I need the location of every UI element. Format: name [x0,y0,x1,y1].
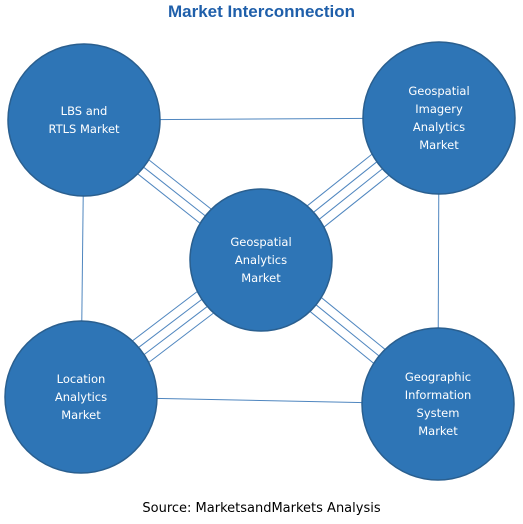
node-circle-gis [361,327,515,481]
connector-lbs-geospatial-analytics [131,168,207,229]
connector-location-analytics-geospatial-analytics [132,294,209,353]
node-label-gis: Market [418,424,458,438]
node-circle-geospatial-imagery [362,41,516,195]
node-label-gis: Information [405,388,472,402]
page-title: Market Interconnection [167,2,356,21]
node-label-location-analytics: Location [57,372,106,386]
node-circle-location-analytics [4,320,158,474]
node-label-geospatial-imagery: Geospatial [408,84,469,98]
connector-gis-geospatial-analytics [315,292,392,355]
source-note: Source: MarketsandMarkets Analysis [142,501,381,516]
connector-group [81,117,440,404]
node-label-geospatial-analytics: Market [241,271,281,285]
connector-geospatial-imagery-geospatial-analytics [312,163,389,225]
node-label-gis: System [417,406,460,420]
connector-location-analytics-gis [148,397,371,404]
connector-location-analytics-geospatial-analytics [126,287,204,346]
node-label-location-analytics: Analytics [55,390,107,404]
connector-lbs-geospatial-analytics [136,161,212,222]
connector-gis-geospatial-analytics [303,306,380,369]
node-label-location-analytics: Market [61,408,101,422]
node-label-geospatial-imagery: Market [419,138,459,152]
node-label-lbs: LBS and [61,104,108,118]
connector-geospatial-imagery-geospatial-analytics [307,156,384,218]
node-label-geospatial-analytics: Geospatial [230,235,291,249]
connector-lbs-geospatial-analytics [142,154,218,215]
node-label-geospatial-imagery: Analytics [413,120,465,134]
connector-gis-geospatial-analytics [309,299,386,362]
node-label-geospatial-analytics: Analytics [235,253,287,267]
node-circle-geospatial-analytics [189,188,333,332]
node-label-gis: Geographic [405,370,471,384]
connector-lbs-geospatial-imagery [151,117,372,121]
connector-geospatial-imagery-geospatial-analytics [318,170,395,232]
connector-lbs-location-analytics [81,187,84,330]
connector-geospatial-imagery-geospatial-analytics [301,149,378,211]
node-circle-lbs [7,43,161,197]
connector-location-analytics-geospatial-analytics [137,301,214,360]
connector-location-analytics-geospatial-analytics [142,308,220,367]
node-label-geospatial-imagery: Imagery [415,102,463,116]
node-label-lbs: RTLS Market [48,122,120,136]
connector-geospatial-imagery-gis [437,185,440,337]
